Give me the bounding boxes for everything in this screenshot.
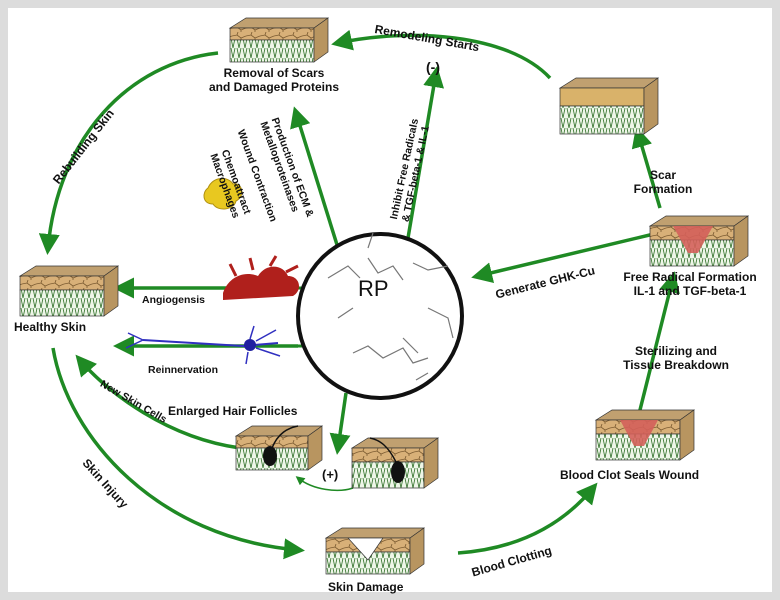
arrow-rebuilding xyxy=(38,51,219,255)
plus-label: (+) xyxy=(322,467,339,482)
arrow-generate-ghk xyxy=(471,231,659,283)
blood-vessel-icon xyxy=(223,255,300,300)
node-removal-line2: and Damaged Proteins xyxy=(208,80,340,94)
node-scar-label: Scar Formation xyxy=(608,168,718,196)
edge-angio-label: Angiogensis xyxy=(142,294,206,306)
arrow-production xyxy=(290,106,340,249)
rp-center-label: RP xyxy=(358,276,389,301)
node-free-radical-line2: IL-1 and TGF-beta-1 xyxy=(633,284,747,298)
arrow-skin-injury xyxy=(51,347,305,560)
skin-block-healthy xyxy=(18,265,120,317)
diagram-graphics xyxy=(18,17,750,575)
skin-block-follicle-2 xyxy=(350,437,440,489)
macrophage-icon xyxy=(203,178,243,210)
node-removal-line1: Removal of Scars xyxy=(223,66,325,80)
skin-block-damage xyxy=(324,527,426,575)
node-skin-damage-label: Skin Damage xyxy=(328,580,404,594)
edge-sterilizing-line2: Tissue Breakdown xyxy=(623,358,729,372)
edge-sterilizing-label: Sterilizing and Tissue Breakdown xyxy=(606,344,746,372)
edge-sterilizing-line1: Sterilizing and xyxy=(634,344,717,358)
arrow-scar-up xyxy=(631,126,662,209)
arrow-inhibit xyxy=(406,66,445,239)
node-scar-line1: Scar xyxy=(649,168,677,182)
arrow-follicle-loop xyxy=(295,476,354,491)
arrow-rp-down xyxy=(329,392,351,455)
arrow-sterilizing xyxy=(636,271,680,419)
skin-block-free-radical xyxy=(648,215,750,267)
node-removal-label: Removal of Scars and Damaged Proteins xyxy=(184,66,364,94)
minus-label: (-) xyxy=(426,59,440,75)
node-free-radical-line1: Free Radical Formation xyxy=(623,270,757,284)
skin-block-follicle-1 xyxy=(234,425,324,471)
skin-block-removal xyxy=(228,17,330,63)
node-scar-line2: Formation xyxy=(633,182,693,196)
node-free-radical-label: Free Radical Formation IL-1 and TGF-beta… xyxy=(606,270,774,298)
arrow-new-skin-cells xyxy=(75,354,241,450)
skin-block-scar xyxy=(558,77,660,135)
diagram-board: RP Removal of Scars and Damaged Proteins… xyxy=(8,8,774,594)
edge-reinn-label: Reinnervation xyxy=(148,364,219,376)
arrow-remodeling xyxy=(331,29,552,80)
node-healthy-label: Healthy Skin xyxy=(14,320,87,334)
rp-molecule-circle xyxy=(296,232,464,400)
nerve-icon xyxy=(125,325,281,365)
node-blood-clot-label: Blood Clot Seals Wound xyxy=(560,468,700,482)
node-enlarged-label: Enlarged Hair Follicles xyxy=(168,404,298,418)
arrow-blood-clotting xyxy=(457,482,598,555)
skin-block-blood-clot xyxy=(594,409,696,461)
